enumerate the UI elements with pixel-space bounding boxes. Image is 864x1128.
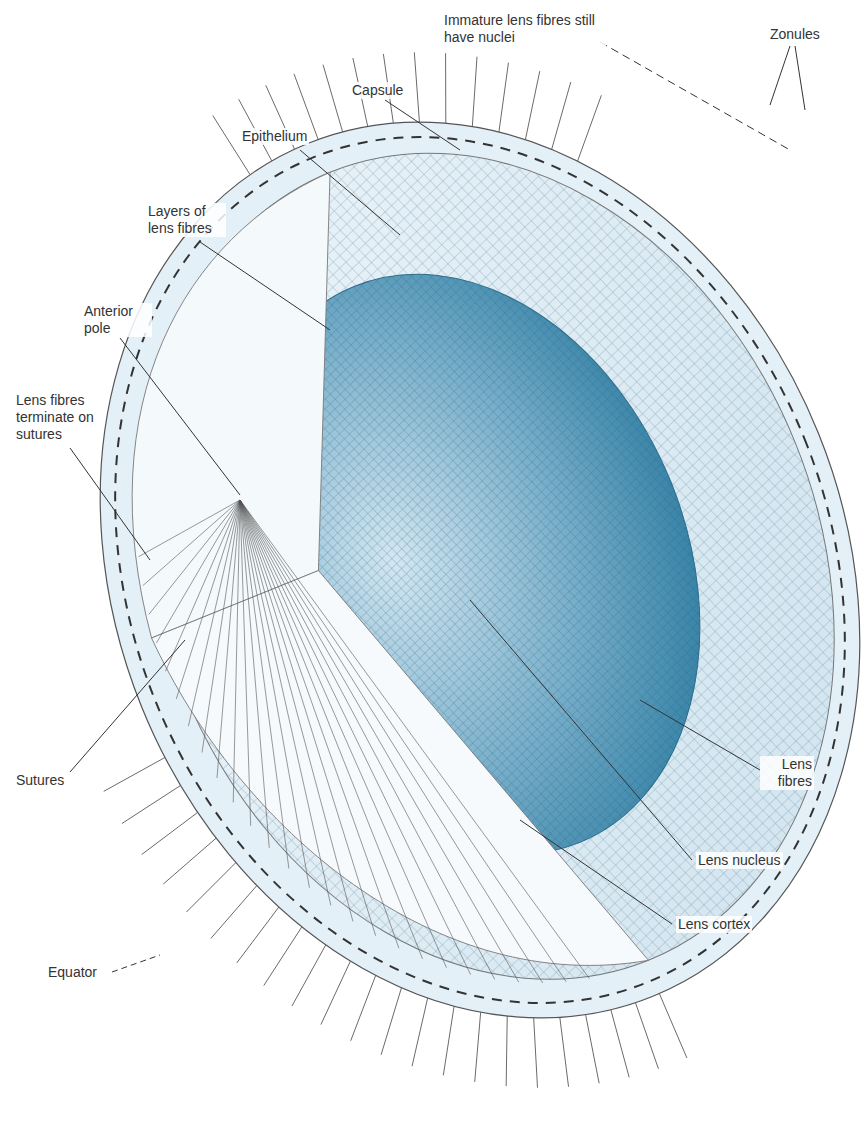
suture-line <box>156 500 240 643</box>
zonule-fibre <box>611 1010 629 1078</box>
part-label: Capsule <box>350 82 405 99</box>
suture-line <box>240 500 269 848</box>
leader-line <box>70 640 185 772</box>
suture-line <box>202 500 240 752</box>
leader-line <box>200 242 330 330</box>
leader-line <box>770 46 790 105</box>
zonule-fibre <box>475 1012 481 1082</box>
suture-line <box>240 500 495 979</box>
suture-line <box>240 500 471 975</box>
suture-line <box>233 500 240 802</box>
suture-line <box>240 500 519 982</box>
zonule-fibre <box>264 927 302 986</box>
suture-line <box>139 500 240 557</box>
leader-line <box>640 700 760 770</box>
suture-line <box>166 500 240 671</box>
zonule-fibre <box>443 1006 454 1075</box>
zonule-fibre <box>552 82 571 149</box>
suture-line <box>240 500 446 968</box>
zonule-fibre <box>472 57 477 127</box>
part-label: Anterior pole <box>82 303 152 337</box>
suture-line <box>149 500 240 614</box>
part-label: Equator <box>46 964 99 981</box>
suture-line <box>240 500 251 826</box>
leader-lines <box>70 42 805 972</box>
leader-line <box>795 46 805 110</box>
front-cutaway <box>152 511 649 1088</box>
suture-line <box>176 500 240 699</box>
suture-line <box>240 500 353 921</box>
part-label: Layers of lens fibres <box>146 203 226 237</box>
zonule-fibre <box>534 1018 538 1088</box>
suture-line <box>188 500 240 726</box>
lens-capsule <box>0 7 864 1128</box>
zonule-fibre <box>445 53 446 123</box>
part-label: Lens fibres <box>760 756 814 790</box>
suture-lines <box>139 500 590 983</box>
leader-line <box>120 338 240 495</box>
zonule-fibre <box>506 1016 507 1086</box>
part-label: Lens fibres terminate on sutures <box>14 392 98 443</box>
part-label: Zonules <box>768 26 822 43</box>
zonule-fibre <box>499 63 509 132</box>
equator-line <box>0 26 864 1113</box>
zonule-fibre <box>163 838 216 884</box>
zonule-fibre <box>321 961 351 1024</box>
zonule-fibre <box>186 863 235 913</box>
suture-line <box>217 500 240 778</box>
zonule-fibre <box>104 757 165 791</box>
suture-line <box>240 500 331 905</box>
zonule-fibre <box>122 785 181 823</box>
leader-line <box>600 42 790 150</box>
zonule-fibre <box>635 1003 658 1069</box>
suture-line <box>240 500 399 948</box>
part-label: Epithelium <box>240 128 309 145</box>
zonule-fibre <box>412 998 428 1066</box>
zonule-fibre <box>237 907 279 963</box>
zonule-fibre <box>659 994 687 1058</box>
zonule-fibre <box>351 975 376 1040</box>
zonule-fibre <box>560 1017 569 1086</box>
zonule-fibre <box>586 1015 600 1084</box>
leader-line <box>300 150 400 235</box>
zonule-fibre <box>142 812 198 854</box>
suture-line <box>240 500 376 936</box>
suture-line <box>240 500 423 959</box>
zonule-fibre <box>381 988 401 1055</box>
zonule-fibre <box>211 886 257 939</box>
zonule-fibre <box>414 52 419 122</box>
part-label: Lens nucleus <box>696 852 783 869</box>
suture-line <box>143 500 240 586</box>
leader-line <box>385 100 460 150</box>
leader-line <box>470 600 692 860</box>
zonule-fibre <box>213 116 250 175</box>
zonule-fibre <box>525 71 539 140</box>
leader-line <box>112 955 160 972</box>
part-label: Sutures <box>14 772 66 789</box>
suture-line <box>240 500 309 888</box>
part-label: Lens cortex <box>676 916 752 933</box>
leader-line <box>70 448 150 560</box>
leader-line <box>520 820 672 924</box>
suture-line <box>240 500 289 868</box>
suture-line <box>240 500 589 979</box>
suture-line <box>240 500 566 982</box>
zonule-fibre <box>578 95 602 161</box>
suture-line <box>240 500 543 983</box>
zonule-fibre <box>323 65 343 132</box>
epithelium-cutaway <box>15 172 467 638</box>
zonule-fibre <box>292 945 326 1006</box>
part-label: Immature lens fibres still have nuclei <box>442 12 606 46</box>
